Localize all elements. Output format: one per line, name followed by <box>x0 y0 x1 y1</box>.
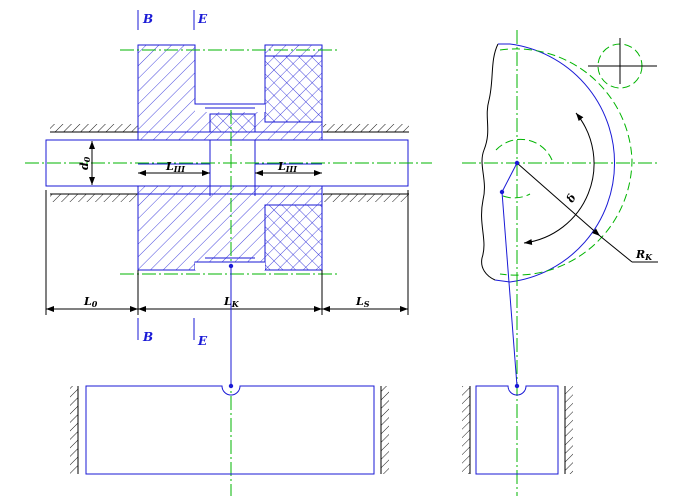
bottom-block-right <box>462 385 573 475</box>
ground-hatch-bottom-right <box>323 194 409 202</box>
label-section-b-bottom: B <box>142 330 153 344</box>
slider-pin <box>514 383 520 389</box>
ground-hatch-top-left <box>50 124 138 132</box>
label-d0: d0 <box>78 156 92 170</box>
section-view: B E B E d0 LIII LIII L0 LK LS <box>25 10 432 496</box>
upper-right-hatch <box>264 55 323 123</box>
lower-right-hatch <box>264 204 323 271</box>
label-rk: RK <box>635 248 653 262</box>
label-delta: δ <box>563 192 578 206</box>
label-lk: LK <box>223 295 240 309</box>
label-section-e-top: E <box>197 12 208 26</box>
label-l3-right: LIII <box>277 160 297 174</box>
label-section-b-top: B <box>142 12 153 26</box>
ground-hatch-bottom-left <box>50 194 138 202</box>
label-l3-left: LIII <box>165 160 185 174</box>
label-ls: LS <box>355 295 370 309</box>
ground-hatch-top-right <box>323 124 409 132</box>
pivot-point-bottom <box>228 383 234 389</box>
label-section-e-bottom: E <box>197 334 208 348</box>
label-l0: L0 <box>83 295 98 309</box>
end-view: RK δ <box>462 30 658 496</box>
bottom-block-left <box>70 385 389 475</box>
